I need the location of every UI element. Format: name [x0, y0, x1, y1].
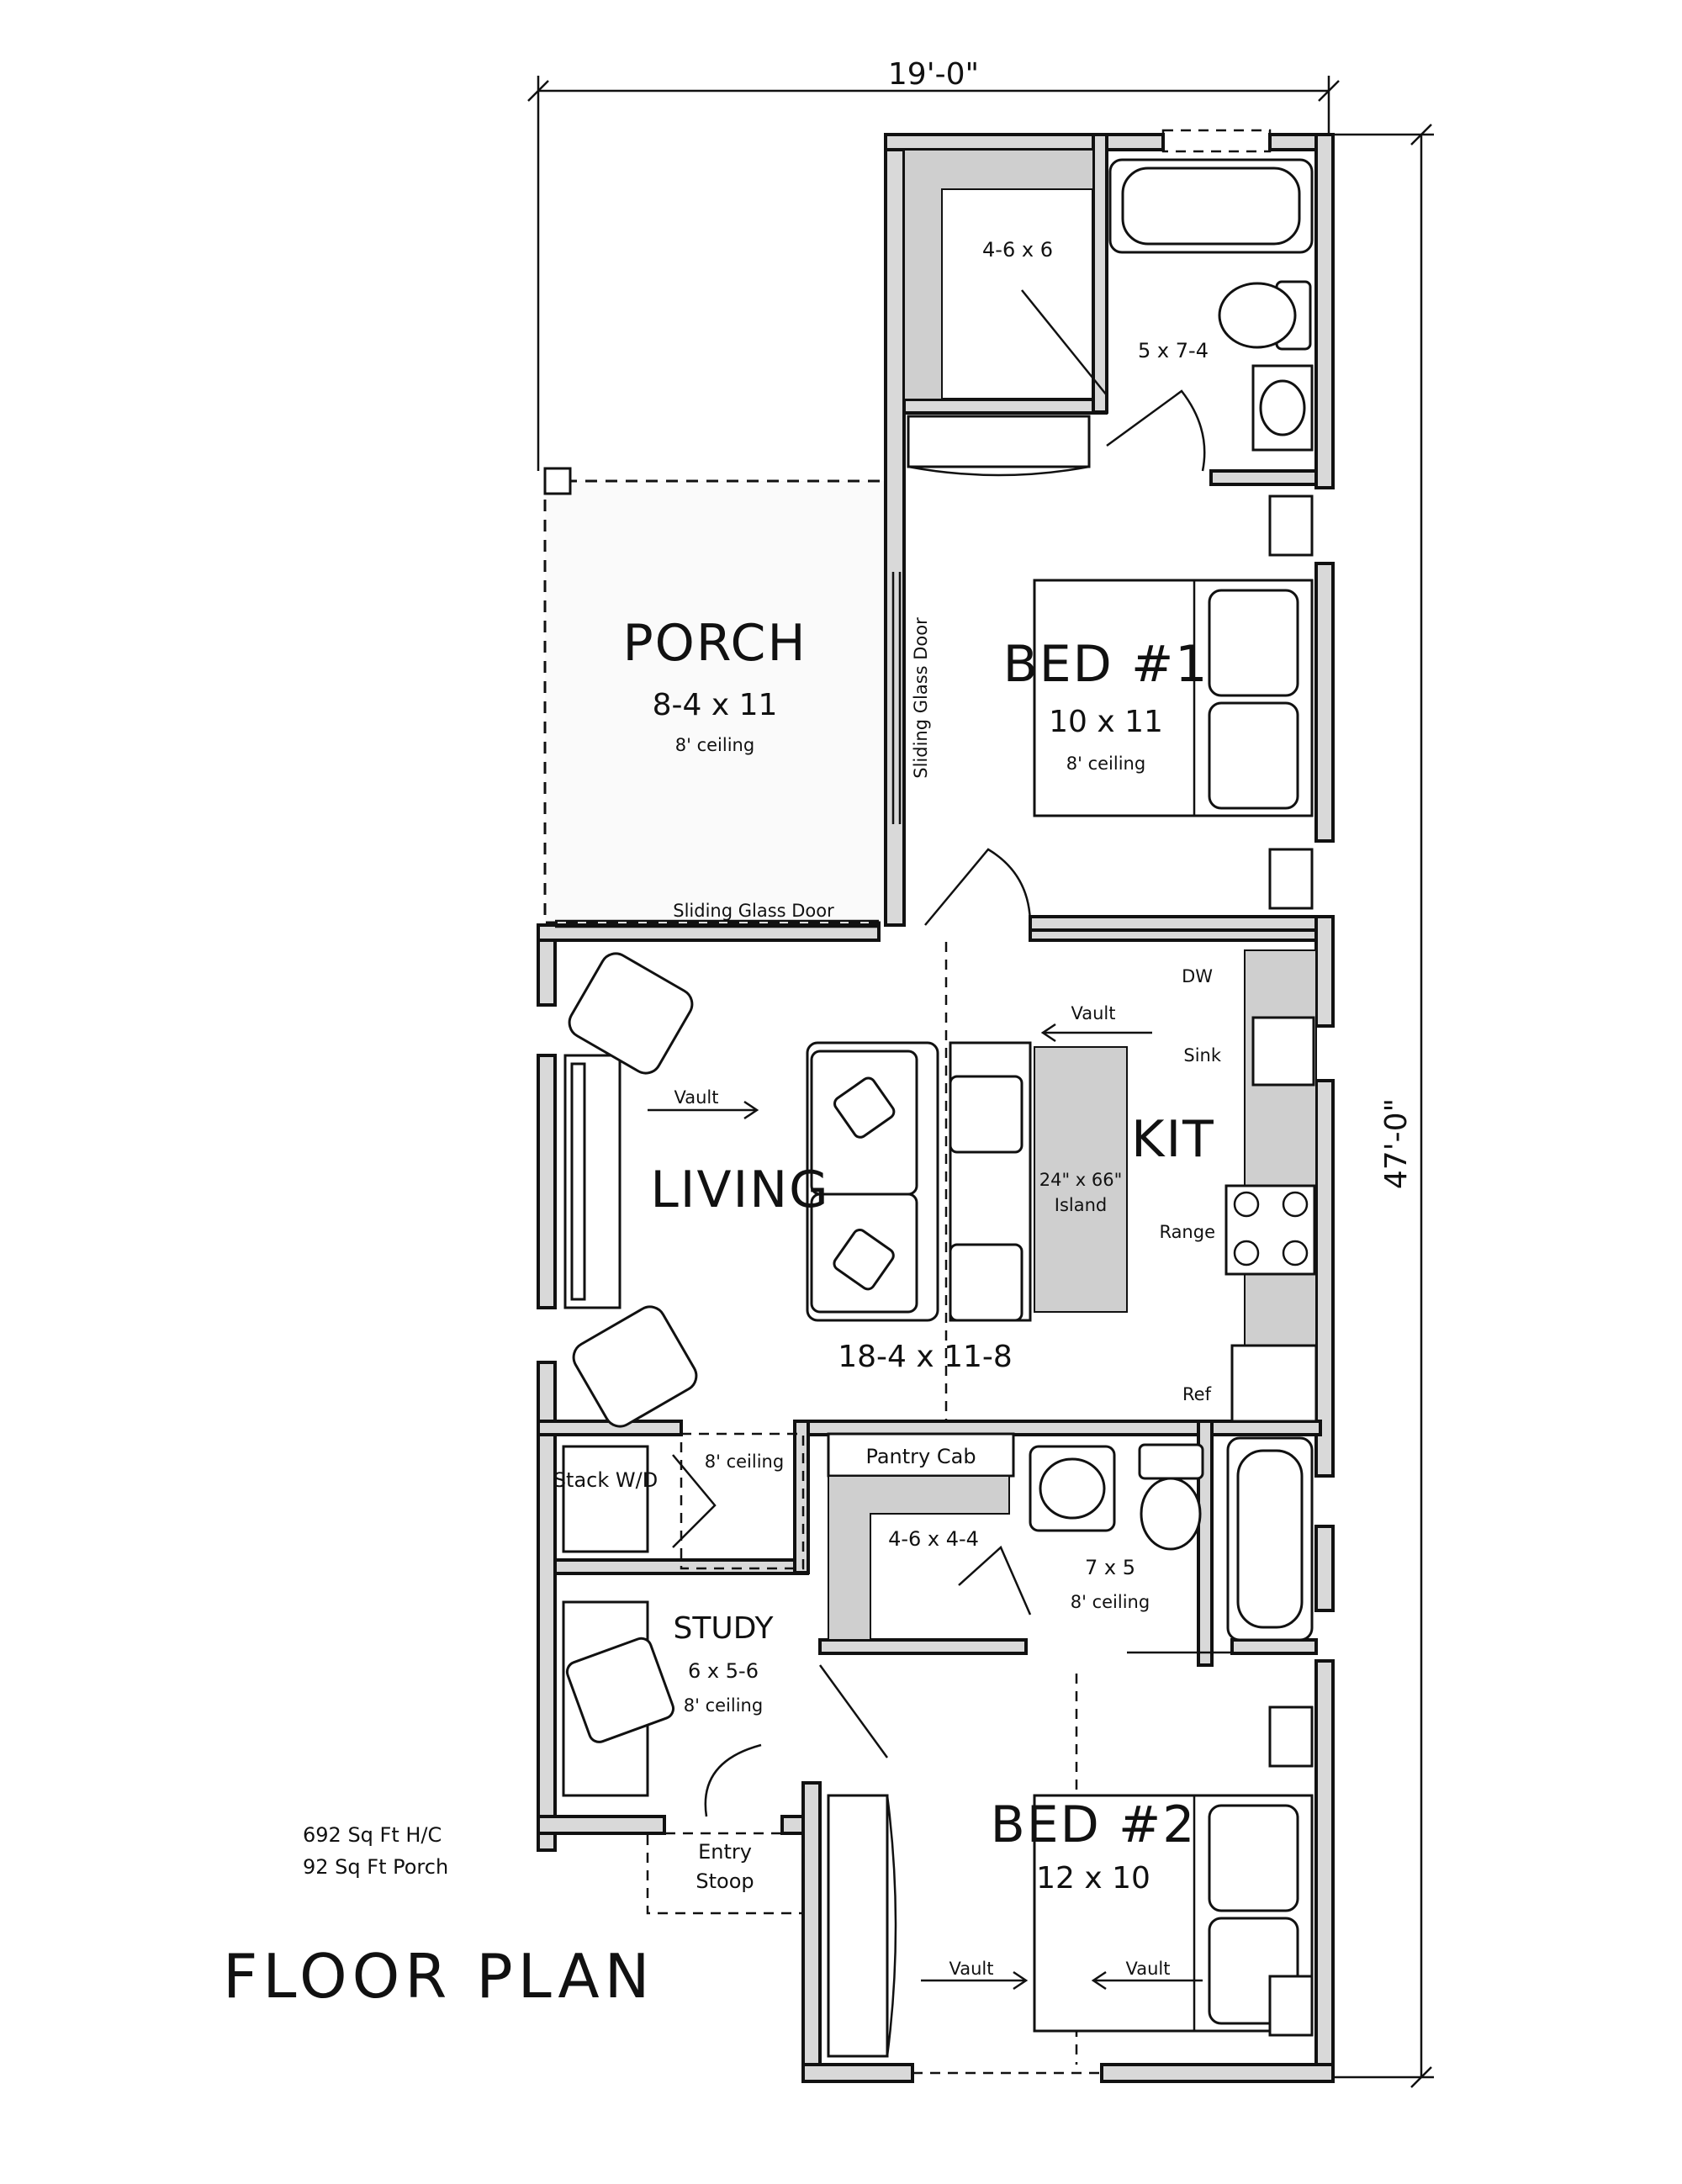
entry-name-2: Stoop — [696, 1869, 754, 1893]
width-dimension-label: 19'-0" — [888, 57, 979, 92]
pantry — [827, 1432, 1032, 1641]
island-label: Island — [1055, 1195, 1107, 1215]
bed-2-vault-left-arrow — [921, 1970, 1029, 1991]
bed-2-vault-left-label: Vault — [949, 1959, 994, 1979]
range-label: Range — [1159, 1222, 1215, 1242]
bed-1-door — [924, 848, 1032, 926]
sink-label: Sink — [1183, 1045, 1221, 1066]
closet-1 — [903, 149, 1094, 477]
bed-1-name: BED #1 — [1003, 635, 1209, 694]
front-sliding-door-label: Sliding Glass Door — [673, 901, 834, 921]
pantry-name: Pantry Cab — [865, 1445, 976, 1468]
bath-2-ceiling: 8' ceiling — [1071, 1592, 1150, 1612]
bed-1-furniture — [1033, 494, 1314, 910]
kitchen-counters — [1224, 949, 1318, 1423]
bed-2-furniture — [827, 1705, 1314, 2075]
porch-name: PORCH — [622, 614, 807, 673]
kitchen-island — [1034, 1046, 1128, 1313]
study-furniture — [562, 1600, 889, 1817]
porch-area-label: 92 Sq Ft Porch — [303, 1855, 448, 1879]
top-window — [1161, 129, 1272, 153]
width-dimension — [527, 76, 1340, 471]
study-ceiling: 8' ceiling — [684, 1695, 763, 1716]
bed-2-size: 12 x 10 — [1036, 1861, 1150, 1896]
study-size: 6 x 5-6 — [688, 1659, 759, 1683]
side-sliding-door-label: Sliding Glass Door — [911, 617, 931, 779]
island-size: 24" x 66" — [1039, 1170, 1123, 1190]
pantry-size: 4-6 x 4-4 — [888, 1527, 979, 1551]
entry-name: Entry — [698, 1840, 752, 1864]
porch-size: 8-4 x 11 — [653, 688, 778, 722]
bed-2-name: BED #2 — [991, 1795, 1197, 1854]
kitchen-name: KIT — [1131, 1110, 1215, 1169]
living-furniture — [563, 952, 1032, 1428]
laundry-ceiling: 8' ceiling — [705, 1452, 784, 1472]
bed-2-vault-right-label: Vault — [1126, 1959, 1171, 1979]
bed-1-size: 10 x 11 — [1049, 705, 1163, 739]
laundry-name: Stack W/D — [553, 1468, 658, 1492]
living-size: 18-4 x 11-8 — [838, 1340, 1013, 1374]
bed-1-ceiling: 8' ceiling — [1066, 754, 1145, 774]
living-name: LIVING — [650, 1161, 829, 1219]
laundry-closet — [562, 1432, 805, 1570]
dishwasher-label: DW — [1182, 966, 1213, 986]
kitchen-vault-arrow — [1040, 1023, 1152, 1043]
heated-area-label: 692 Sq Ft H/C — [303, 1823, 442, 1847]
living-vault-label: Vault — [674, 1087, 719, 1108]
study-name: STUDY — [674, 1611, 775, 1646]
refrigerator-label: Ref — [1182, 1384, 1212, 1404]
bath-1-size: 5 x 7-4 — [1138, 339, 1209, 362]
bath-2-size: 7 x 5 — [1085, 1556, 1135, 1579]
porch-area — [543, 467, 887, 924]
bed-2-vault-right-arrow — [1091, 1970, 1203, 1991]
bath-1-fixtures — [1021, 158, 1314, 472]
living-vault-arrow — [648, 1100, 759, 1120]
kitchen-vault-label: Vault — [1071, 1003, 1116, 1023]
closet-1-size: 4-6 x 6 — [982, 238, 1053, 262]
front-sliding-door — [555, 919, 879, 928]
depth-dimension-label: 47'-0" — [1379, 1098, 1414, 1189]
depth-dimension — [1329, 124, 1434, 2088]
bath-2-fixtures — [1029, 1436, 1314, 1654]
plan-title: FLOOR PLAN — [223, 1941, 655, 2012]
entry-stoop — [646, 1832, 805, 1915]
porch-ceiling: 8' ceiling — [675, 735, 754, 755]
side-sliding-door — [891, 572, 902, 824]
